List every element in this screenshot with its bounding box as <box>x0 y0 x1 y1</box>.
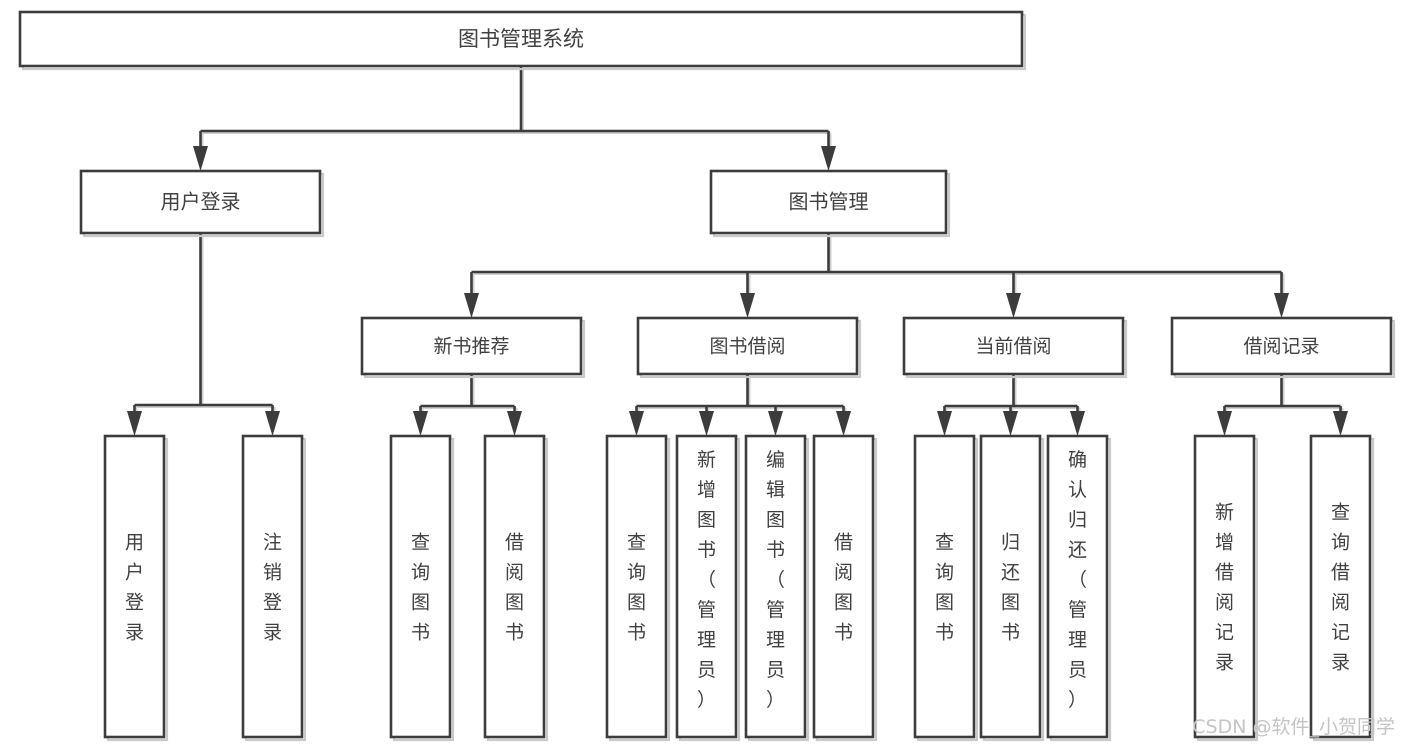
leaf-book-borrow-0[interactable]: 查询图书 <box>605 434 668 739</box>
arrow-head-icon <box>768 411 783 436</box>
node-level2-new-book-recommend[interactable]: 新书推荐 <box>360 316 583 376</box>
arrow-head-icon <box>1217 411 1232 436</box>
node-box <box>483 434 546 739</box>
node-label-vertical: 借阅图书 <box>834 532 853 644</box>
leaf-borrow-record-1[interactable]: 查询借阅记录 <box>1309 434 1372 739</box>
arrow-head-icon <box>507 411 522 436</box>
node-box <box>675 434 738 739</box>
node-box <box>812 434 875 739</box>
node-label-vertical: 新增图书（管理员） <box>697 449 716 711</box>
node-level2-current-borrow[interactable]: 当前借阅 <box>902 316 1125 376</box>
node-box <box>744 434 807 739</box>
leaf-borrow-record-0[interactable]: 新增借阅记录 <box>1193 434 1256 739</box>
node-box <box>241 434 304 739</box>
arrow-head-icon <box>1003 411 1018 436</box>
node-box <box>1170 316 1393 376</box>
node-label-vertical: 编辑图书（管理员） <box>766 449 785 711</box>
leaf-book-borrow-3[interactable]: 借阅图书 <box>812 434 875 739</box>
leaf-book-borrow-2[interactable]: 编辑图书（管理员） <box>744 434 807 739</box>
node-level2-borrow-record[interactable]: 借阅记录 <box>1170 316 1393 376</box>
arrow-head-icon <box>413 411 428 436</box>
node-label-vertical: 注销登录 <box>263 532 282 644</box>
csdn-watermark: CSDN @软件_小贺同学 <box>1192 716 1395 738</box>
leaf-book-borrow-1[interactable]: 新增图书（管理员） <box>675 434 738 739</box>
node-box <box>79 169 322 235</box>
node-box <box>913 434 976 739</box>
leaf-current-borrow-1[interactable]: 归还图书 <box>979 434 1042 739</box>
node-box <box>1046 434 1109 739</box>
node-label-vertical: 查询借阅记录 <box>1331 502 1350 674</box>
arrow-head-icon <box>699 411 714 436</box>
node-level2-book-borrow[interactable]: 图书借阅 <box>636 316 859 376</box>
node-box <box>636 316 859 376</box>
node-label: 当前借阅 <box>975 336 1051 358</box>
node-box <box>18 10 1024 68</box>
node-label: 用户登录 <box>161 190 241 214</box>
arrow-head-icon <box>740 293 755 318</box>
node-label: 借阅记录 <box>1243 336 1319 358</box>
node-label: 图书管理 <box>789 190 869 214</box>
node-level1-user-login[interactable]: 用户登录 <box>79 169 322 235</box>
node-box <box>979 434 1042 739</box>
arrow-head-icon <box>1274 293 1289 318</box>
node-label-vertical: 确认归还（管理员） <box>1068 449 1087 711</box>
node-box <box>709 169 948 235</box>
node-label: 图书管理系统 <box>458 27 584 51</box>
leaf-user-login-1[interactable]: 注销登录 <box>241 434 304 739</box>
arrow-head-icon <box>464 293 479 318</box>
node-box <box>605 434 668 739</box>
arrow-head-icon <box>1006 293 1021 318</box>
node-label-vertical: 新增借阅记录 <box>1215 502 1234 674</box>
connectors-layer <box>127 66 1348 436</box>
node-label-vertical: 查询图书 <box>627 532 646 644</box>
node-box <box>1309 434 1372 739</box>
leaf-current-borrow-2[interactable]: 确认归还（管理员） <box>1046 434 1109 739</box>
arrow-head-icon <box>193 146 208 171</box>
arrow-head-icon <box>127 411 142 436</box>
leaf-new-book-recommend-1[interactable]: 借阅图书 <box>483 434 546 739</box>
arrow-head-icon <box>265 411 280 436</box>
arrow-head-icon <box>1333 411 1348 436</box>
node-label-vertical: 归还图书 <box>1001 532 1020 644</box>
arrow-head-icon <box>937 411 952 436</box>
leaf-new-book-recommend-0[interactable]: 查询图书 <box>389 434 452 739</box>
node-label-vertical: 用户登录 <box>125 532 144 644</box>
node-box <box>103 434 166 739</box>
arrow-head-icon <box>1070 411 1085 436</box>
arrow-head-icon <box>629 411 644 436</box>
node-label: 图书借阅 <box>709 336 785 358</box>
node-label-vertical: 借阅图书 <box>505 532 524 644</box>
node-root-book-management-system[interactable]: 图书管理系统 <box>18 10 1024 68</box>
nodes-layer: 图书管理系统用户登录图书管理新书推荐图书借阅当前借阅借阅记录用户登录注销登录查询… <box>18 10 1396 742</box>
node-box <box>360 316 583 376</box>
node-label: 新书推荐 <box>433 336 509 358</box>
node-label-vertical: 查询图书 <box>411 532 430 644</box>
node-level1-book-management[interactable]: 图书管理 <box>709 169 948 235</box>
leaf-current-borrow-0[interactable]: 查询图书 <box>913 434 976 739</box>
arrow-head-icon <box>821 146 836 171</box>
node-label-vertical: 查询图书 <box>935 532 954 644</box>
node-box <box>1193 434 1256 739</box>
node-box <box>902 316 1125 376</box>
node-box <box>389 434 452 739</box>
leaf-user-login-0[interactable]: 用户登录 <box>103 434 166 739</box>
arrow-head-icon <box>836 411 851 436</box>
